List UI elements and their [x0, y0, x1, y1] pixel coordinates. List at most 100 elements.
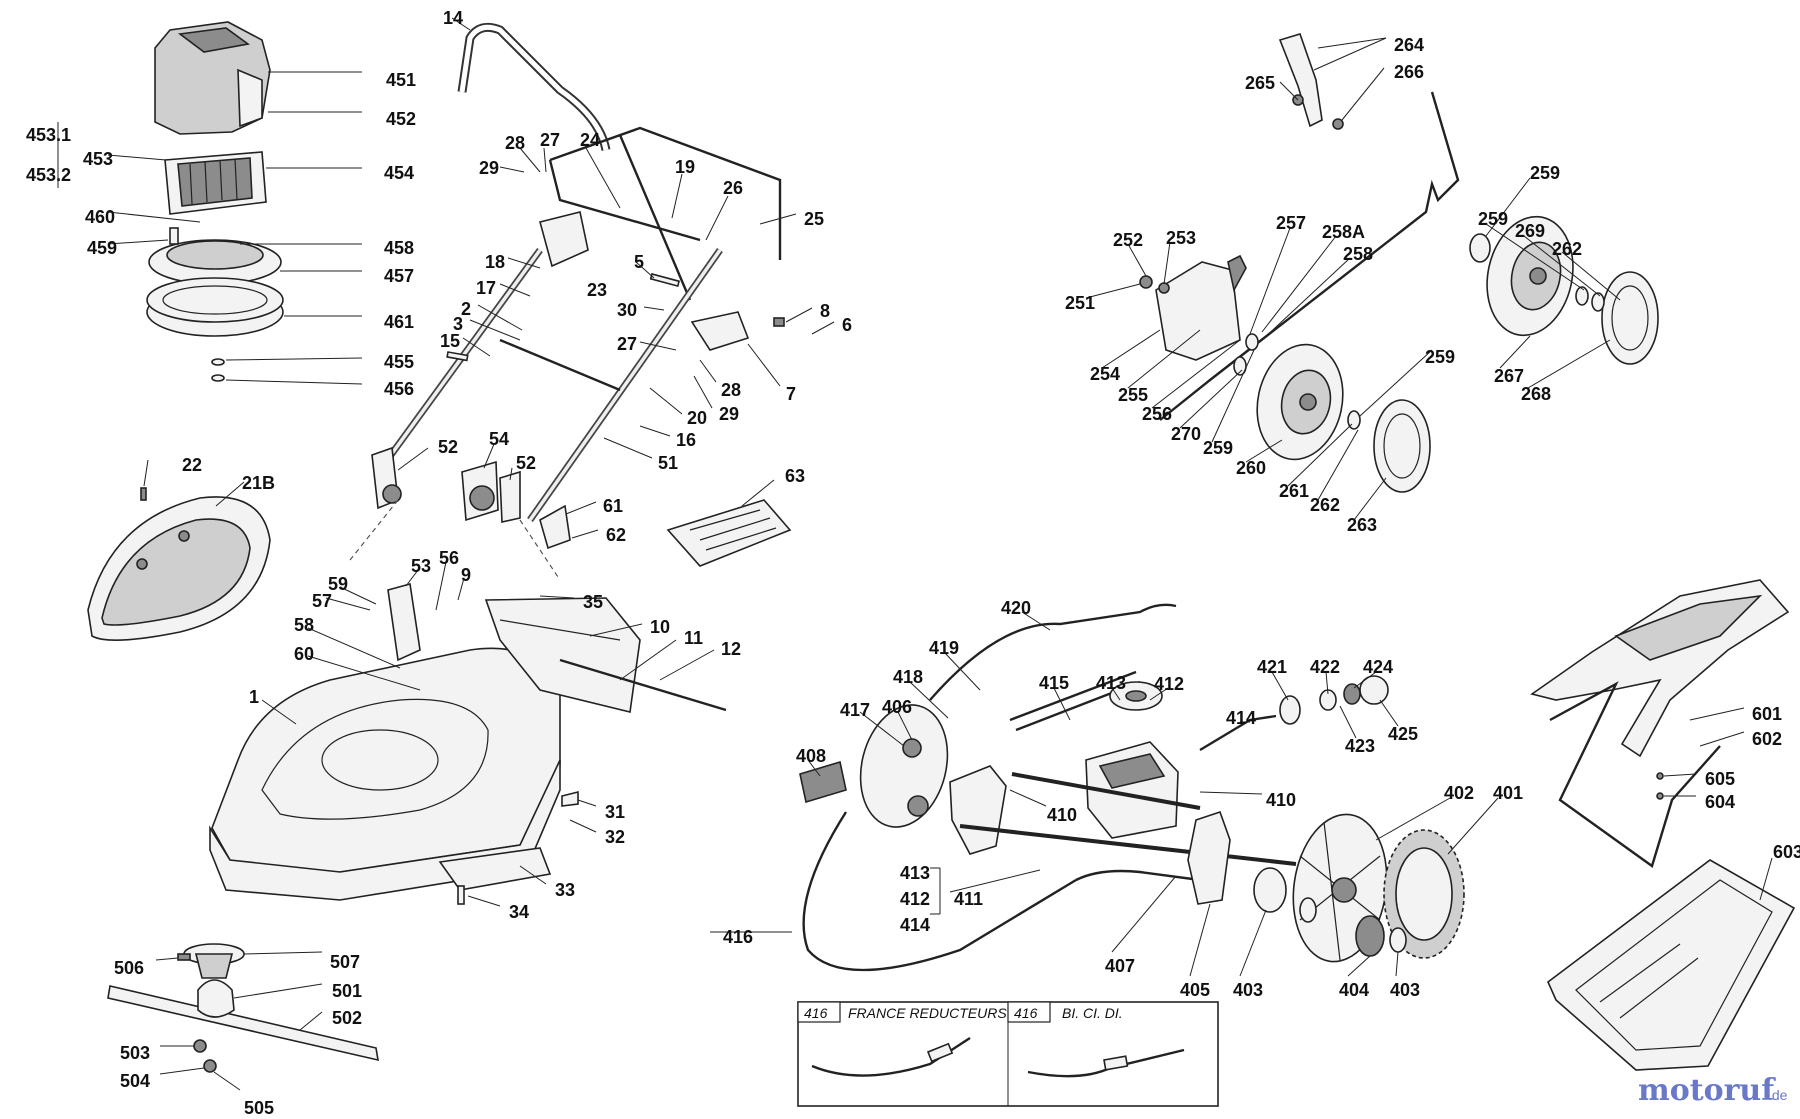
- part-label: 601: [1752, 704, 1782, 724]
- part-label: 403: [1390, 980, 1420, 1000]
- part-label: 28: [505, 133, 525, 153]
- part-label: 262: [1552, 239, 1582, 259]
- part-label: 261: [1279, 481, 1309, 501]
- part-label: 456: [384, 379, 414, 399]
- drive-assembly: [799, 603, 1465, 972]
- part-label: 417: [840, 700, 870, 720]
- cable-variant-inset: [797, 1001, 1219, 1107]
- part-label: 61: [603, 496, 623, 516]
- part-label: 411: [954, 889, 983, 909]
- part-label: 259: [1530, 163, 1560, 183]
- part-label: 10: [650, 617, 670, 637]
- part-label: 410: [1266, 790, 1296, 810]
- blade-assembly: [107, 943, 379, 1073]
- part-label: 405: [1180, 980, 1210, 1000]
- part-label: 419: [929, 638, 959, 658]
- part-label: 416: [723, 927, 753, 947]
- part-label: 3: [453, 314, 463, 334]
- part-label: 412: [900, 889, 930, 909]
- part-label: 453.2: [26, 165, 71, 185]
- part-label: 14: [443, 8, 463, 28]
- part-label: 452: [386, 109, 416, 129]
- part-label: 406: [882, 697, 912, 717]
- part-label: 255: [1118, 385, 1148, 405]
- part-label: 453.1: [26, 125, 71, 145]
- part-label: 424: [1363, 657, 1393, 677]
- inset-tags: 416 FRANCE REDUCTEURS 416 BI. CI. DI.: [804, 1005, 1123, 1021]
- part-label: 253: [1166, 228, 1196, 248]
- part-label: 56: [439, 548, 459, 568]
- part-label: 270: [1171, 424, 1201, 444]
- part-label: 264: [1394, 35, 1424, 55]
- part-label: 454: [384, 163, 414, 183]
- part-label: 27: [540, 130, 560, 150]
- part-label: 503: [120, 1043, 150, 1063]
- part-label: 407: [1105, 956, 1135, 976]
- part-label: 53: [411, 556, 431, 576]
- part-label: 461: [384, 312, 414, 332]
- part-label: 24: [580, 130, 600, 150]
- part-label: 507: [330, 952, 360, 972]
- part-label: 6: [842, 315, 852, 335]
- part-label: 268: [1521, 384, 1551, 404]
- inset-tag-right: 416: [1014, 1005, 1038, 1021]
- part-label: 22: [182, 455, 202, 475]
- part-label: 415: [1039, 673, 1069, 693]
- watermark-suffix: .de: [1768, 1087, 1788, 1103]
- part-label: 256: [1142, 404, 1172, 424]
- part-label: 410: [1047, 805, 1077, 825]
- part-label: 259: [1203, 438, 1233, 458]
- part-label: 15: [440, 331, 460, 351]
- mower-deck: [209, 582, 727, 905]
- rear-cover-21b: [87, 459, 271, 641]
- bag-leaders: [1663, 707, 1773, 901]
- part-label: 453: [83, 149, 113, 169]
- part-label: 59: [328, 574, 348, 594]
- part-label: 404: [1339, 980, 1369, 1000]
- part-label: 28: [721, 380, 741, 400]
- wheel-assembly: [1139, 33, 1659, 493]
- part-label: 35: [583, 592, 603, 612]
- part-label: 51: [658, 453, 678, 473]
- part-label: 263: [1347, 515, 1377, 535]
- part-label: 504: [120, 1071, 150, 1091]
- part-label: 260: [1236, 458, 1266, 478]
- part-label: 501: [332, 981, 362, 1001]
- part-label: 5: [634, 252, 644, 272]
- part-label: 412: [1154, 674, 1184, 694]
- part-label: 251: [1065, 293, 1095, 313]
- part-label: 29: [479, 158, 499, 178]
- part-label: 257: [1276, 213, 1306, 233]
- part-label: 421: [1257, 657, 1287, 677]
- part-label: 457: [384, 266, 414, 286]
- part-label: 31: [605, 802, 625, 822]
- inset-caption-left: FRANCE REDUCTEURS: [848, 1005, 1007, 1021]
- part-label: 252: [1113, 230, 1143, 250]
- drive-leaders: [710, 611, 1499, 977]
- part-label: 62: [606, 525, 626, 545]
- blade-leaders: [155, 951, 323, 1091]
- part-label: 30: [617, 300, 637, 320]
- part-label: 413: [900, 863, 930, 883]
- part-label: 11: [684, 628, 703, 648]
- watermark: motoruf .de: [1638, 1073, 1788, 1108]
- part-label: 460: [85, 207, 115, 227]
- part-label: 402: [1444, 783, 1474, 803]
- handle-leaders: [397, 17, 835, 539]
- part-label: 9: [461, 565, 471, 585]
- part-label: 414: [900, 915, 930, 935]
- watermark-brand: motoruf: [1638, 1073, 1776, 1108]
- part-label: 52: [516, 453, 536, 473]
- part-label: 414: [1226, 708, 1256, 728]
- part-label: 403: [1233, 980, 1263, 1000]
- inset-tag-left: 416: [804, 1005, 828, 1021]
- part-label: 259: [1425, 347, 1455, 367]
- part-label: 29: [719, 404, 739, 424]
- part-label: 458: [384, 238, 414, 258]
- part-label: 258: [1343, 244, 1373, 264]
- part-label: 27: [617, 334, 637, 354]
- part-label: 408: [796, 746, 826, 766]
- motor-assembly: [146, 21, 284, 382]
- part-label: 422: [1310, 657, 1340, 677]
